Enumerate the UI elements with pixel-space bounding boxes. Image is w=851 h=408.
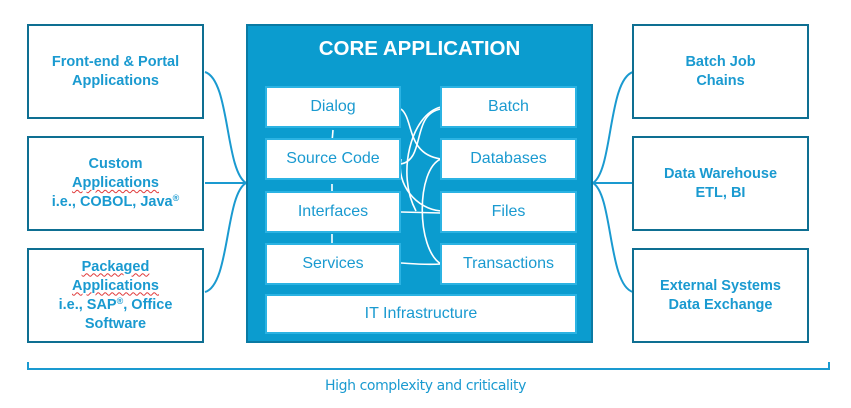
core-title: CORE APPLICATION [318, 37, 521, 60]
bracket-label: High complexity and criticality [324, 378, 526, 394]
connector-right-top [592, 71, 634, 184]
core-item-label: Services [302, 255, 364, 272]
core-item-label: IT Infrastructure [364, 305, 478, 322]
box-dw-line1: Data Warehouse [663, 165, 778, 182]
link-interfaces-files [400, 211, 442, 214]
registered-mark: ® [172, 193, 180, 203]
core-item-interfaces: Interfaces [265, 191, 401, 233]
box-dw-line2: ETL, BI [695, 184, 746, 201]
box-custom-line2: Applications [71, 175, 159, 191]
core-item-batch: Batch [440, 86, 577, 128]
core-item-label: Interfaces [297, 203, 369, 220]
core-item-label: Batch [488, 98, 529, 115]
box-packaged-line3b: , Office [123, 296, 173, 313]
bottom-bracket [17, 364, 497, 369]
registered-mark: ® [116, 295, 124, 306]
box-batch-line2: Chains [696, 72, 745, 89]
connector-right-bottom [592, 182, 634, 293]
box-packaged-line1: Packaged [81, 258, 150, 275]
core-item-it-infrastructure: IT Infrastructure [265, 294, 577, 334]
box-ext-line2: Data Exchange [668, 296, 773, 313]
box-frontend-line1: Front-end & Portal [51, 53, 180, 70]
core-item-source-code: Source Code [265, 138, 401, 180]
core-item-label: Files [491, 203, 526, 220]
core-item-label: Databases [470, 150, 547, 167]
core-item-label: Transactions [463, 255, 554, 272]
link-services-transactions [400, 262, 442, 266]
box-packaged-line4: Software [84, 315, 147, 332]
core-application-panel: CORE APPLICATION Dialog Source Code Inte… [246, 24, 593, 343]
box-batch-line1: Batch Job [685, 53, 756, 70]
core-item-transactions: Transactions [440, 243, 577, 285]
connector-left-top [204, 71, 247, 184]
box-custom-line1: Custom [88, 156, 143, 172]
box-frontend-line2: Applications [71, 72, 159, 89]
link-databases-transactions [421, 158, 442, 265]
box-packaged-line3a: i.e., SAP [58, 296, 117, 313]
link-dialog-databases [400, 108, 442, 160]
connector-left-bottom [204, 182, 247, 293]
core-item-services: Services [265, 243, 401, 285]
core-item-files: Files [440, 191, 577, 233]
core-item-databases: Databases [440, 138, 577, 180]
box-ext-line1: External Systems [660, 277, 781, 294]
box-packaged-line2: Applications [71, 277, 159, 294]
core-item-label: Source Code [286, 150, 380, 167]
link-batch-files [406, 106, 442, 212]
box-custom-line3: i.e., COBOL, Java [51, 194, 173, 210]
core-item-label: Dialog [310, 98, 356, 115]
core-item-dialog: Dialog [265, 86, 401, 128]
